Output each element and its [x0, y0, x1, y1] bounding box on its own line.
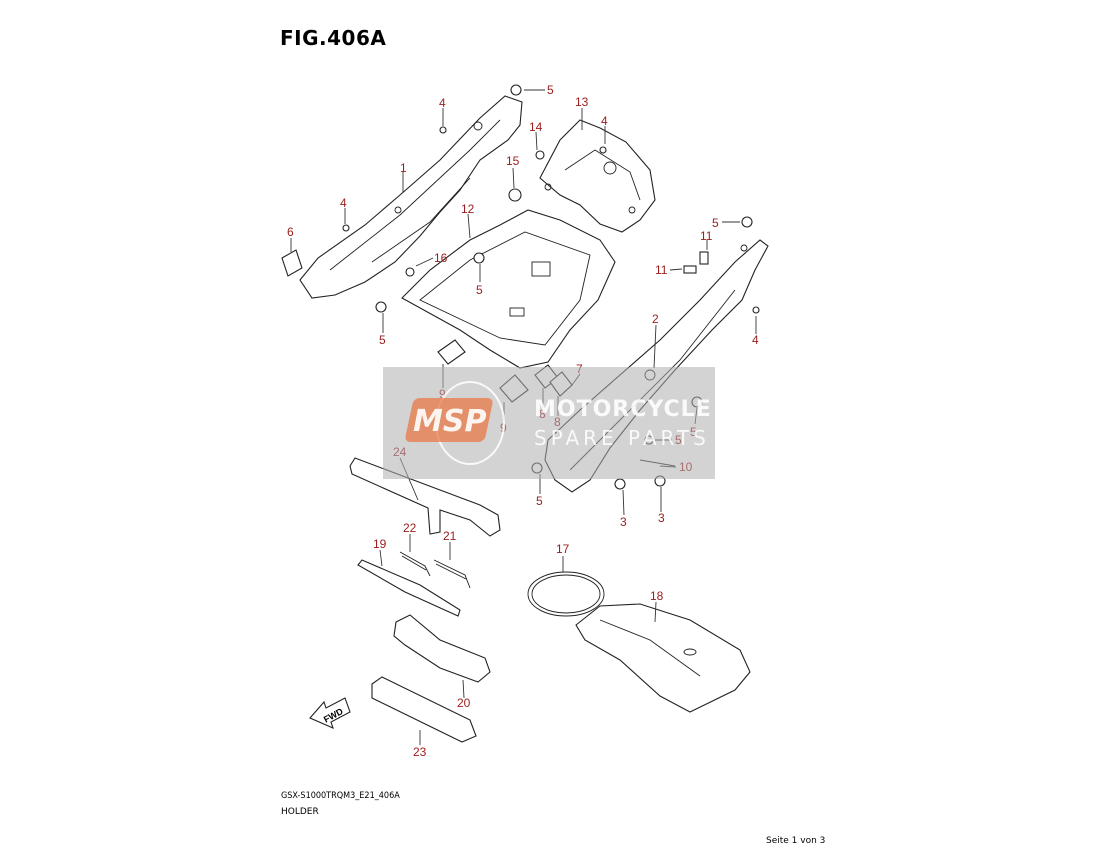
part-13-rear-bracket [539, 119, 656, 233]
callout-6: 6 [287, 225, 294, 239]
page-indicator: Seite 1 von 3 [766, 836, 826, 846]
callout-5: 5 [536, 494, 543, 508]
callout-16: 16 [434, 251, 448, 265]
callout-4: 4 [752, 333, 759, 347]
part-18-tool-bag [575, 603, 751, 713]
callout-11: 11 [655, 263, 668, 277]
callout-3: 3 [620, 515, 627, 529]
callout-21: 21 [443, 529, 457, 543]
callout-2: 2 [652, 312, 659, 326]
callout-12: 12 [461, 202, 475, 216]
watermark-line-1: MOTORCYCLE [534, 397, 712, 422]
part-23-tube [371, 676, 477, 743]
section-name: HOLDER [281, 807, 319, 817]
callout-22: 22 [403, 521, 417, 535]
watermark-logo: MSP [413, 404, 487, 439]
callout-4: 4 [340, 196, 347, 210]
callout-15: 15 [506, 154, 520, 168]
callout-1: 1 [400, 161, 407, 175]
callout-4: 4 [439, 96, 446, 110]
part-21-hex-key [433, 559, 471, 589]
forward-direction-arrow: FWD [309, 697, 351, 729]
part-19-screwdriver-shaft [357, 559, 461, 617]
part-20-screwdriver-handle [393, 614, 491, 683]
callout-19: 19 [373, 537, 387, 551]
callout-23: 23 [413, 745, 427, 759]
callout-5: 5 [476, 283, 483, 297]
part-9-pad-a [437, 339, 466, 365]
callout-5: 5 [712, 216, 719, 230]
figure-title: FIG.406A [280, 26, 387, 50]
part-6-small-plate [281, 249, 303, 277]
part-1-left-side-frame [299, 95, 523, 299]
callout-18: 18 [650, 589, 664, 603]
part-11-clip-b [683, 265, 697, 274]
part-12-main-tray [401, 209, 616, 369]
callout-20: 20 [457, 696, 471, 710]
callout-4: 4 [601, 114, 608, 128]
callout-14: 14 [529, 120, 543, 134]
callout-11: 11 [700, 229, 713, 243]
callout-3: 3 [658, 511, 665, 525]
callout-5: 5 [379, 333, 386, 347]
watermark-line-2: SPARE PARTS [534, 426, 710, 450]
callout-13: 13 [575, 95, 589, 109]
callout-5: 5 [547, 83, 554, 97]
part-22-hex-key [399, 551, 431, 577]
part-11-clip-a [699, 251, 709, 265]
part-17-rubber-band [527, 571, 605, 617]
model-code: GSX-S1000TRQM3_E21_406A [281, 791, 400, 801]
callout-17: 17 [556, 542, 570, 556]
callout-labels: 1 2 3 3 4 4 4 4 5 5 5 5 5 5 5 6 7 8 8 9 … [287, 83, 759, 759]
